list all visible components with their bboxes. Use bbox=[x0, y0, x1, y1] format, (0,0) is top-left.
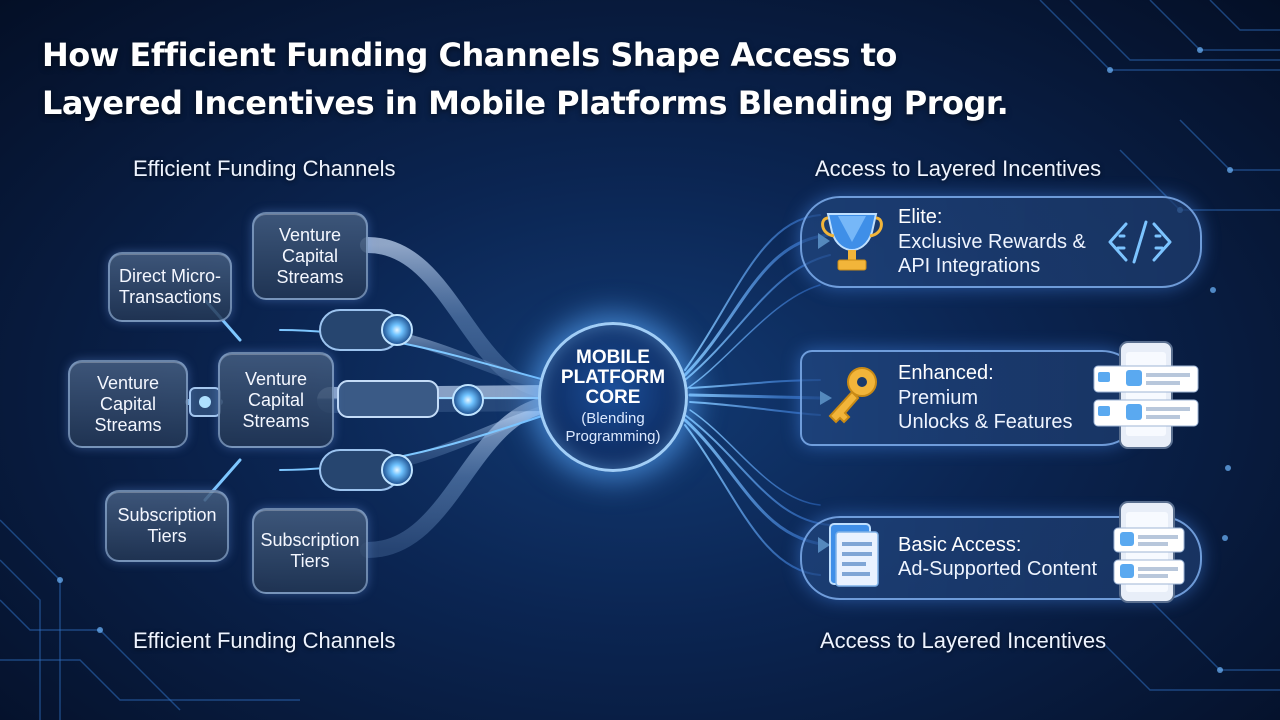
source-label: Subscription Tiers bbox=[260, 530, 360, 571]
tier-elite-description: Exclusive Rewards & API Integrations bbox=[898, 231, 1086, 277]
document-icon bbox=[829, 523, 879, 587]
source-venture-capital-left: Venture Capital Streams bbox=[68, 360, 188, 448]
source-label: Venture Capital Streams bbox=[94, 372, 162, 435]
phone-profile-cards-icon bbox=[1093, 341, 1199, 449]
tier-enhanced-name: Enhanced: bbox=[898, 362, 994, 384]
incentives-heading-bottom: Access to Layered Incentives bbox=[820, 628, 1107, 653]
funding-channels-heading-bottom: Efficient Funding Channels bbox=[133, 628, 396, 653]
tier-basic-name: Basic Access: bbox=[898, 534, 1022, 556]
funding-channels-heading-top: Efficient Funding Channels bbox=[133, 156, 396, 181]
key-icon bbox=[828, 367, 877, 424]
phone-ad-cards-icon bbox=[1113, 501, 1185, 603]
incentives-heading-top: Access to Layered Incentives bbox=[815, 156, 1102, 181]
source-venture-capital-top: Venture Capital Streams bbox=[252, 212, 368, 300]
mobile-platform-core: MOBILE PLATFORM CORE (Blending Programmi… bbox=[538, 322, 688, 472]
core-subtitle: (Blending Programming) bbox=[565, 410, 661, 445]
source-label: Direct Micro- Transactions bbox=[118, 266, 222, 307]
source-subscription-tiers-bottom: Subscription Tiers bbox=[252, 508, 368, 594]
source-subscription-tiers-left: Subscription Tiers bbox=[105, 490, 229, 562]
tier-elite-name: Elite: bbox=[898, 206, 943, 228]
code-api-icon bbox=[1108, 220, 1172, 264]
tier-basic-description: Ad-Supported Content bbox=[898, 558, 1098, 580]
trophy-icon bbox=[821, 213, 883, 271]
tier-enhanced-description: Premium Unlocks & Features bbox=[898, 387, 1073, 433]
page-title-line-1: How Efficient Funding Channels Shape Acc… bbox=[42, 36, 897, 74]
core-title: MOBILE PLATFORM CORE bbox=[560, 347, 666, 408]
source-venture-capital-center: Venture Capital Streams bbox=[218, 352, 334, 448]
source-label: Venture Capital Streams bbox=[242, 368, 310, 431]
source-label: Venture Capital Streams bbox=[276, 224, 344, 287]
source-label: Subscription Tiers bbox=[117, 505, 217, 546]
page-title-line-2: Layered Incentives in Mobile Platforms B… bbox=[42, 84, 1009, 122]
source-direct-micro-transactions: Direct Micro- Transactions bbox=[108, 252, 232, 322]
